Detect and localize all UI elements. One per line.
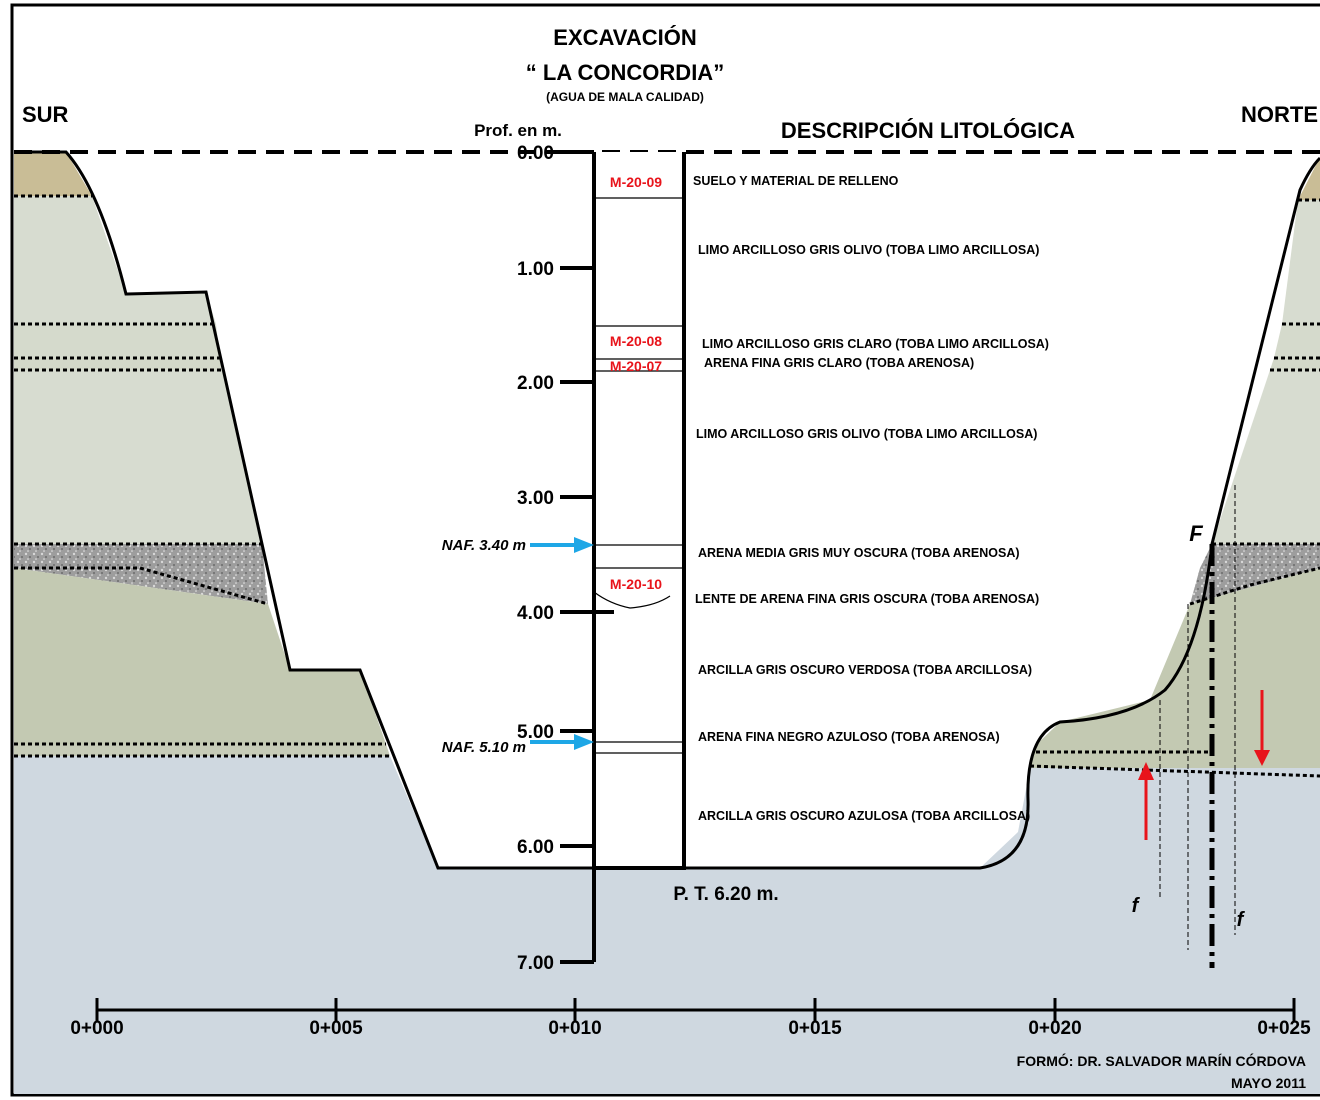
station-label: 0+000 — [70, 1018, 123, 1039]
lithology-item: SUELO Y MATERIAL DE RELLENO — [693, 174, 899, 188]
sand-lens-outline — [593, 591, 671, 609]
outer-frame — [10, 3, 1320, 1097]
depth-tick-marks — [560, 150, 614, 964]
station-label: 0+010 — [548, 1018, 601, 1039]
sample-ids: M-20-09 M-20-08 M-20-07 M-20-10 — [610, 174, 662, 592]
depth-label: 1.00 — [517, 259, 554, 280]
north-label: NORTE — [1241, 102, 1318, 127]
sample-id: M-20-08 — [610, 333, 662, 349]
station-label: 0+005 — [309, 1018, 363, 1039]
title-line-1: EXCAVACIÓN — [553, 25, 696, 50]
date-credit: MAYO 2011 — [1231, 1075, 1306, 1091]
lithology-item: ARCILLA GRIS OSCURO AZULOSA (TOBA ARCILL… — [698, 809, 1030, 823]
south-bank-strata — [14, 152, 390, 756]
depth-label: 5.00 — [517, 722, 554, 743]
depth-label: 0.00 — [517, 143, 554, 164]
column-contacts — [594, 197, 684, 754]
station-label: 0+025 — [1257, 1018, 1311, 1039]
excavation-profile-line — [14, 150, 1320, 870]
lithology-item: LIMO ARCILLOSO GRIS OLIVO (TOBA LIMO ARC… — [698, 243, 1039, 257]
water-level-arrow-2 — [530, 734, 594, 750]
author-credit: FORMÓ: DR. SALVADOR MARÍN CÓRDOVA — [1017, 1052, 1306, 1069]
lithology-item: ARCILLA GRIS OSCURO VERDOSA (TOBA ARCILL… — [698, 663, 1032, 677]
depth-label: 6.00 — [517, 837, 554, 858]
depth-axis-label: Prof. en m. — [474, 121, 562, 140]
lithology-item: LIMO ARCILLOSO GRIS OLIVO (TOBA LIMO ARC… — [696, 427, 1037, 441]
lithology-header: DESCRIPCIÓN LITOLÓGICA — [781, 118, 1075, 143]
lithology-descriptions: SUELO Y MATERIAL DE RELLENO LIMO ARCILLO… — [693, 174, 1049, 823]
lithology-item: ARENA MEDIA GRIS MUY OSCURA (TOBA ARENOS… — [698, 546, 1020, 560]
station-label: 0+020 — [1028, 1018, 1081, 1039]
title-line-3: (AGUA DE MALA CALIDAD) — [546, 90, 704, 104]
lithology-item: LENTE DE ARENA FINA GRIS OSCURA (TOBA AR… — [695, 592, 1039, 606]
depth-label: 3.00 — [517, 488, 554, 509]
displacement-down-arrow — [1254, 690, 1270, 766]
sample-id: M-20-09 — [610, 174, 662, 190]
lithology-item: ARENA FINA GRIS CLARO (TOBA ARENOSA) — [704, 356, 974, 370]
depth-tick-labels: 0.00 1.00 2.00 3.00 4.00 5.00 6.00 7.00 — [517, 143, 554, 974]
depth-label: 2.00 — [517, 373, 554, 394]
fault-label-minor-right: f — [1237, 909, 1246, 931]
water-level-arrow-1 — [530, 537, 594, 553]
total-depth-label: P. T. 6.20 m. — [673, 884, 778, 905]
layer-boundaries — [14, 194, 1320, 778]
sample-id: M-20-10 — [610, 576, 662, 592]
fault-label-main: F — [1189, 521, 1203, 546]
depth-label: 7.00 — [517, 953, 554, 974]
water-level-label-2: NAF. 5.10 m — [442, 739, 526, 756]
station-labels: 0+000 0+005 0+010 0+015 0+020 0+025 — [70, 1018, 1311, 1039]
depth-label: 4.00 — [517, 603, 554, 624]
displacement-up-arrow — [1138, 762, 1154, 840]
fault-label-minor-left: f — [1132, 895, 1141, 917]
column-background — [594, 152, 684, 868]
title-line-2: “ LA CONCORDIA” — [526, 60, 724, 85]
lithology-item: LIMO ARCILLOSO GRIS CLARO (TOBA LIMO ARC… — [702, 337, 1049, 351]
south-label: SUR — [22, 102, 69, 127]
sample-id: M-20-07 — [610, 358, 662, 374]
lithology-item: ARENA FINA NEGRO AZULOSO (TOBA ARENOSA) — [698, 730, 1000, 744]
station-axis — [95, 998, 1296, 1022]
station-label: 0+015 — [788, 1018, 842, 1039]
water-level-label-1: NAF. 3.40 m — [442, 537, 526, 554]
